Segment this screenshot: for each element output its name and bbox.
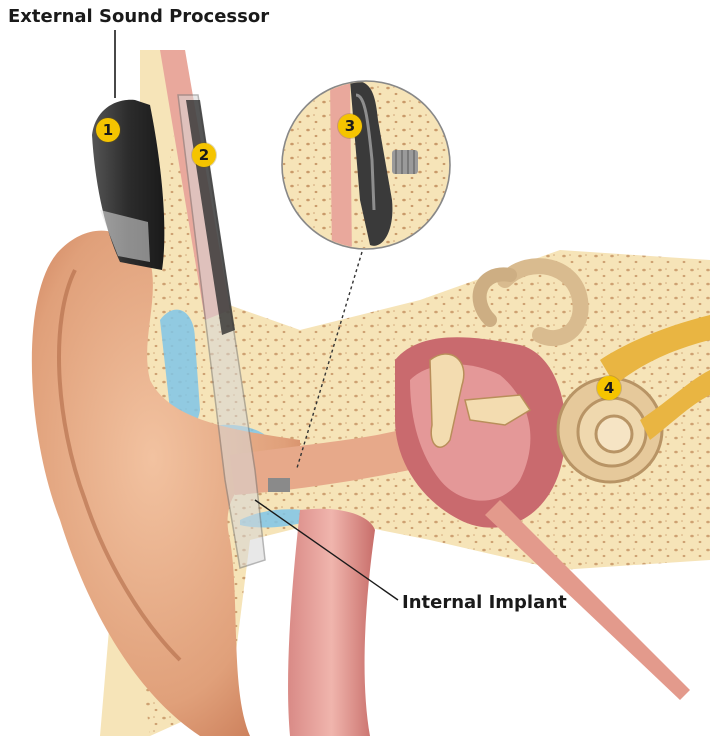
external-sound-processor-label: External Sound Processor bbox=[8, 6, 269, 27]
marker-3: 3 bbox=[338, 114, 362, 138]
zoom-inset bbox=[280, 80, 480, 260]
muscle-tissue bbox=[288, 509, 375, 736]
internal-implant-label: Internal Implant bbox=[402, 592, 567, 613]
marker-1: 1 bbox=[96, 118, 120, 142]
marker-2: 2 bbox=[192, 143, 216, 167]
implant-connector bbox=[268, 478, 290, 492]
marker-4: 4 bbox=[597, 376, 621, 400]
